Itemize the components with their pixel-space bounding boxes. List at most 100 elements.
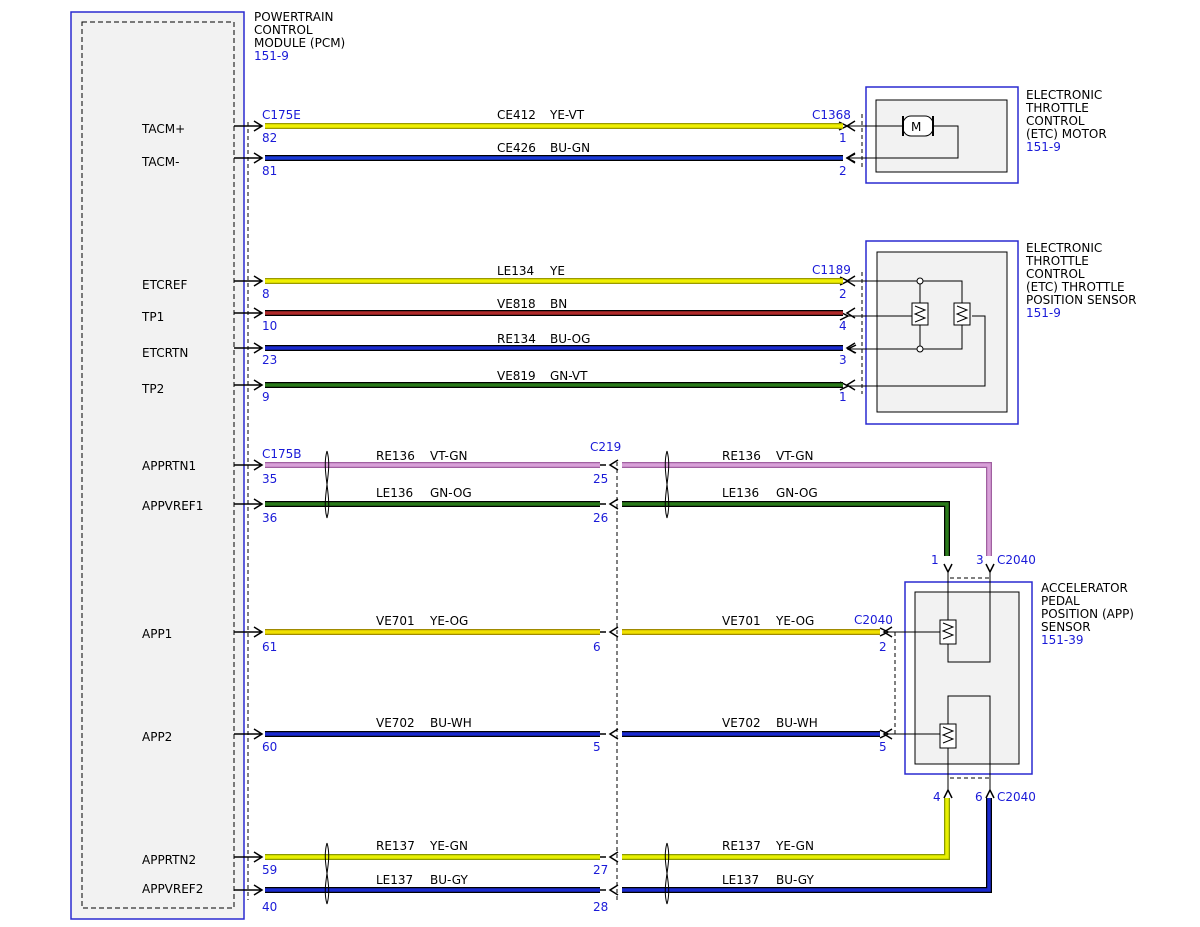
pcm-pin-number: 23: [262, 353, 277, 367]
wire-circuit: RE137: [376, 839, 415, 853]
far-pin-arrow: [882, 728, 893, 740]
wire-color-label: YE-OG: [429, 614, 468, 628]
pcm-pin-arrow: [234, 275, 264, 287]
pcm-pin-number: 82: [262, 131, 277, 145]
pcm-pin-etcrtn: ETCRTN: [142, 346, 188, 360]
wire-circuit: VE702: [376, 716, 415, 730]
wire-re136: [622, 463, 991, 556]
wire-circuit: RE137: [722, 839, 761, 853]
etc-tps-name-4: (ETC) THROTTLE: [1026, 280, 1125, 294]
app-sensor-name-1: ACCELERATOR: [1041, 581, 1128, 595]
far-pin-number: 5: [879, 740, 887, 754]
far-pin-number: 1: [839, 131, 847, 145]
pcm-pin-tp2: TP2: [141, 382, 164, 396]
pcm-pin-appvref2: APPVREF2: [142, 882, 203, 896]
app-sensor-1-icon: [939, 619, 957, 645]
app-sensor-name-2: PEDAL: [1041, 594, 1080, 608]
wire-le137: [622, 798, 991, 892]
wire-re136-outline: [622, 462, 992, 556]
wire-color-label: GN-VT: [550, 369, 588, 383]
app-sensor-name-4: SENSOR: [1041, 620, 1091, 634]
wire-color-label: YE-GN: [429, 839, 468, 853]
pcm-pin-tacm-minus: TACM-: [141, 155, 179, 169]
pcm-pin-number: 60: [262, 740, 277, 754]
c219-pin-number: 5: [593, 740, 601, 754]
c219-pin-number: 25: [593, 472, 608, 486]
wire-circuit: VE702: [722, 716, 761, 730]
wire-color-label: BU-GY: [430, 873, 468, 887]
etc-tps-component: ELECTRONIC THROTTLE CONTROL (ETC) THROTT…: [848, 240, 1137, 425]
wire-circuit: LE136: [722, 486, 759, 500]
pcm-module: POWERTRAIN CONTROL MODULE (PCM) 151-9: [70, 10, 345, 920]
far-pin-number: 2: [839, 164, 847, 178]
connector-c175b: C175B: [262, 447, 302, 461]
wire-re137: [622, 798, 949, 859]
etc-tps-ref: 151-9: [1026, 306, 1061, 320]
c219-pin-arrow: [600, 626, 619, 638]
pcm-pin-number: 35: [262, 472, 277, 486]
motor-symbol: M: [911, 120, 921, 134]
far-pin-number: 2: [839, 287, 847, 301]
connector-c2040-mid: C2040: [854, 613, 893, 627]
pcm-pin-arrow: [234, 851, 264, 863]
pcm-pin-appvref1: APPVREF1: [142, 499, 203, 513]
twisted-pair-markers: [324, 450, 670, 905]
twisted-pair-icon: [324, 450, 330, 519]
wire-circuit: RE136: [722, 449, 761, 463]
far-pin-arrow: [845, 379, 856, 391]
pcm-pin-arrow: [234, 152, 264, 164]
etc-motor-name-3: CONTROL: [1026, 114, 1085, 128]
far-pin-arrow: [845, 307, 856, 319]
tps-sensor-1-icon: [911, 302, 929, 326]
wire-color-label: BU-GY: [776, 873, 814, 887]
pcm-pin-arrow: [234, 342, 264, 354]
app-sensor-component: ACCELERATOR PEDAL POSITION (APP) SENSOR …: [888, 572, 1134, 790]
pcm-pin-arrow: [234, 626, 264, 638]
far-pin-arrow: [845, 342, 856, 354]
wire-circuit: RE134: [497, 332, 536, 346]
pcm-pin-arrow: [234, 884, 264, 896]
wires-layer: [265, 123, 992, 893]
wire-color-label: VT-GN: [776, 449, 813, 463]
tps-sensor-2-icon: [953, 302, 971, 326]
etc-tps-name-5: POSITION SENSOR: [1026, 293, 1137, 307]
pin-arrows: [234, 120, 893, 896]
far-pin-arrow: [845, 275, 856, 287]
etc-tps-name-1: ELECTRONIC: [1026, 241, 1102, 255]
far-pin-number: 4: [933, 790, 941, 804]
connector-c2040-top: C2040: [997, 553, 1036, 567]
pcm-ref: 151-9: [254, 49, 289, 63]
wire-circuit: VE819: [497, 369, 536, 383]
wire-color-label: YE-GN: [775, 839, 814, 853]
etc-tps-name-3: CONTROL: [1026, 267, 1085, 281]
far-pin-number: 4: [839, 319, 847, 333]
connector-c2040-bot: C2040: [997, 790, 1036, 804]
far-pin-arrow: [845, 120, 856, 132]
pcm-pin-number: 59: [262, 863, 277, 877]
wire-color-label: GN-OG: [430, 486, 472, 500]
wire-color-label: BU-OG: [550, 332, 590, 346]
etc-motor-name-2: THROTTLE: [1025, 101, 1089, 115]
c219-pin-number: 28: [593, 900, 608, 914]
twisted-pair-icon: [664, 450, 670, 519]
pcm-pin-number: 81: [262, 164, 277, 178]
c219-pin-number: 27: [593, 863, 608, 877]
pcm-pin-number: 8: [262, 287, 270, 301]
far-pin-arrow: [845, 152, 856, 164]
pin-numbers: 82 1 81 2 8 2 10 4 23 3 9 1 35 25 3 36 2…: [262, 131, 984, 914]
pcm-pin-app2: APP2: [142, 730, 172, 744]
wire-le136-outline: [622, 501, 950, 556]
c219-pin-arrow: [600, 851, 619, 863]
pcm-pin-arrow: [234, 498, 264, 510]
pcm-pin-number: 36: [262, 511, 277, 525]
etc-motor-ref: 151-9: [1026, 140, 1061, 154]
pcm-pin-number: 9: [262, 390, 270, 404]
pcm-pin-number: 61: [262, 640, 277, 654]
far-pin-number: 2: [879, 640, 887, 654]
wire-circuit: VE701: [722, 614, 761, 628]
wire-color-label: YE-VT: [549, 108, 585, 122]
wire-le136: [622, 502, 949, 556]
pcm-pin-number: 40: [262, 900, 277, 914]
pcm-pin-labels: TACM+ TACM- ETCREF TP1 ETCRTN TP2 APPRTN…: [141, 122, 203, 896]
pcm-pin-tp1: TP1: [141, 310, 164, 324]
